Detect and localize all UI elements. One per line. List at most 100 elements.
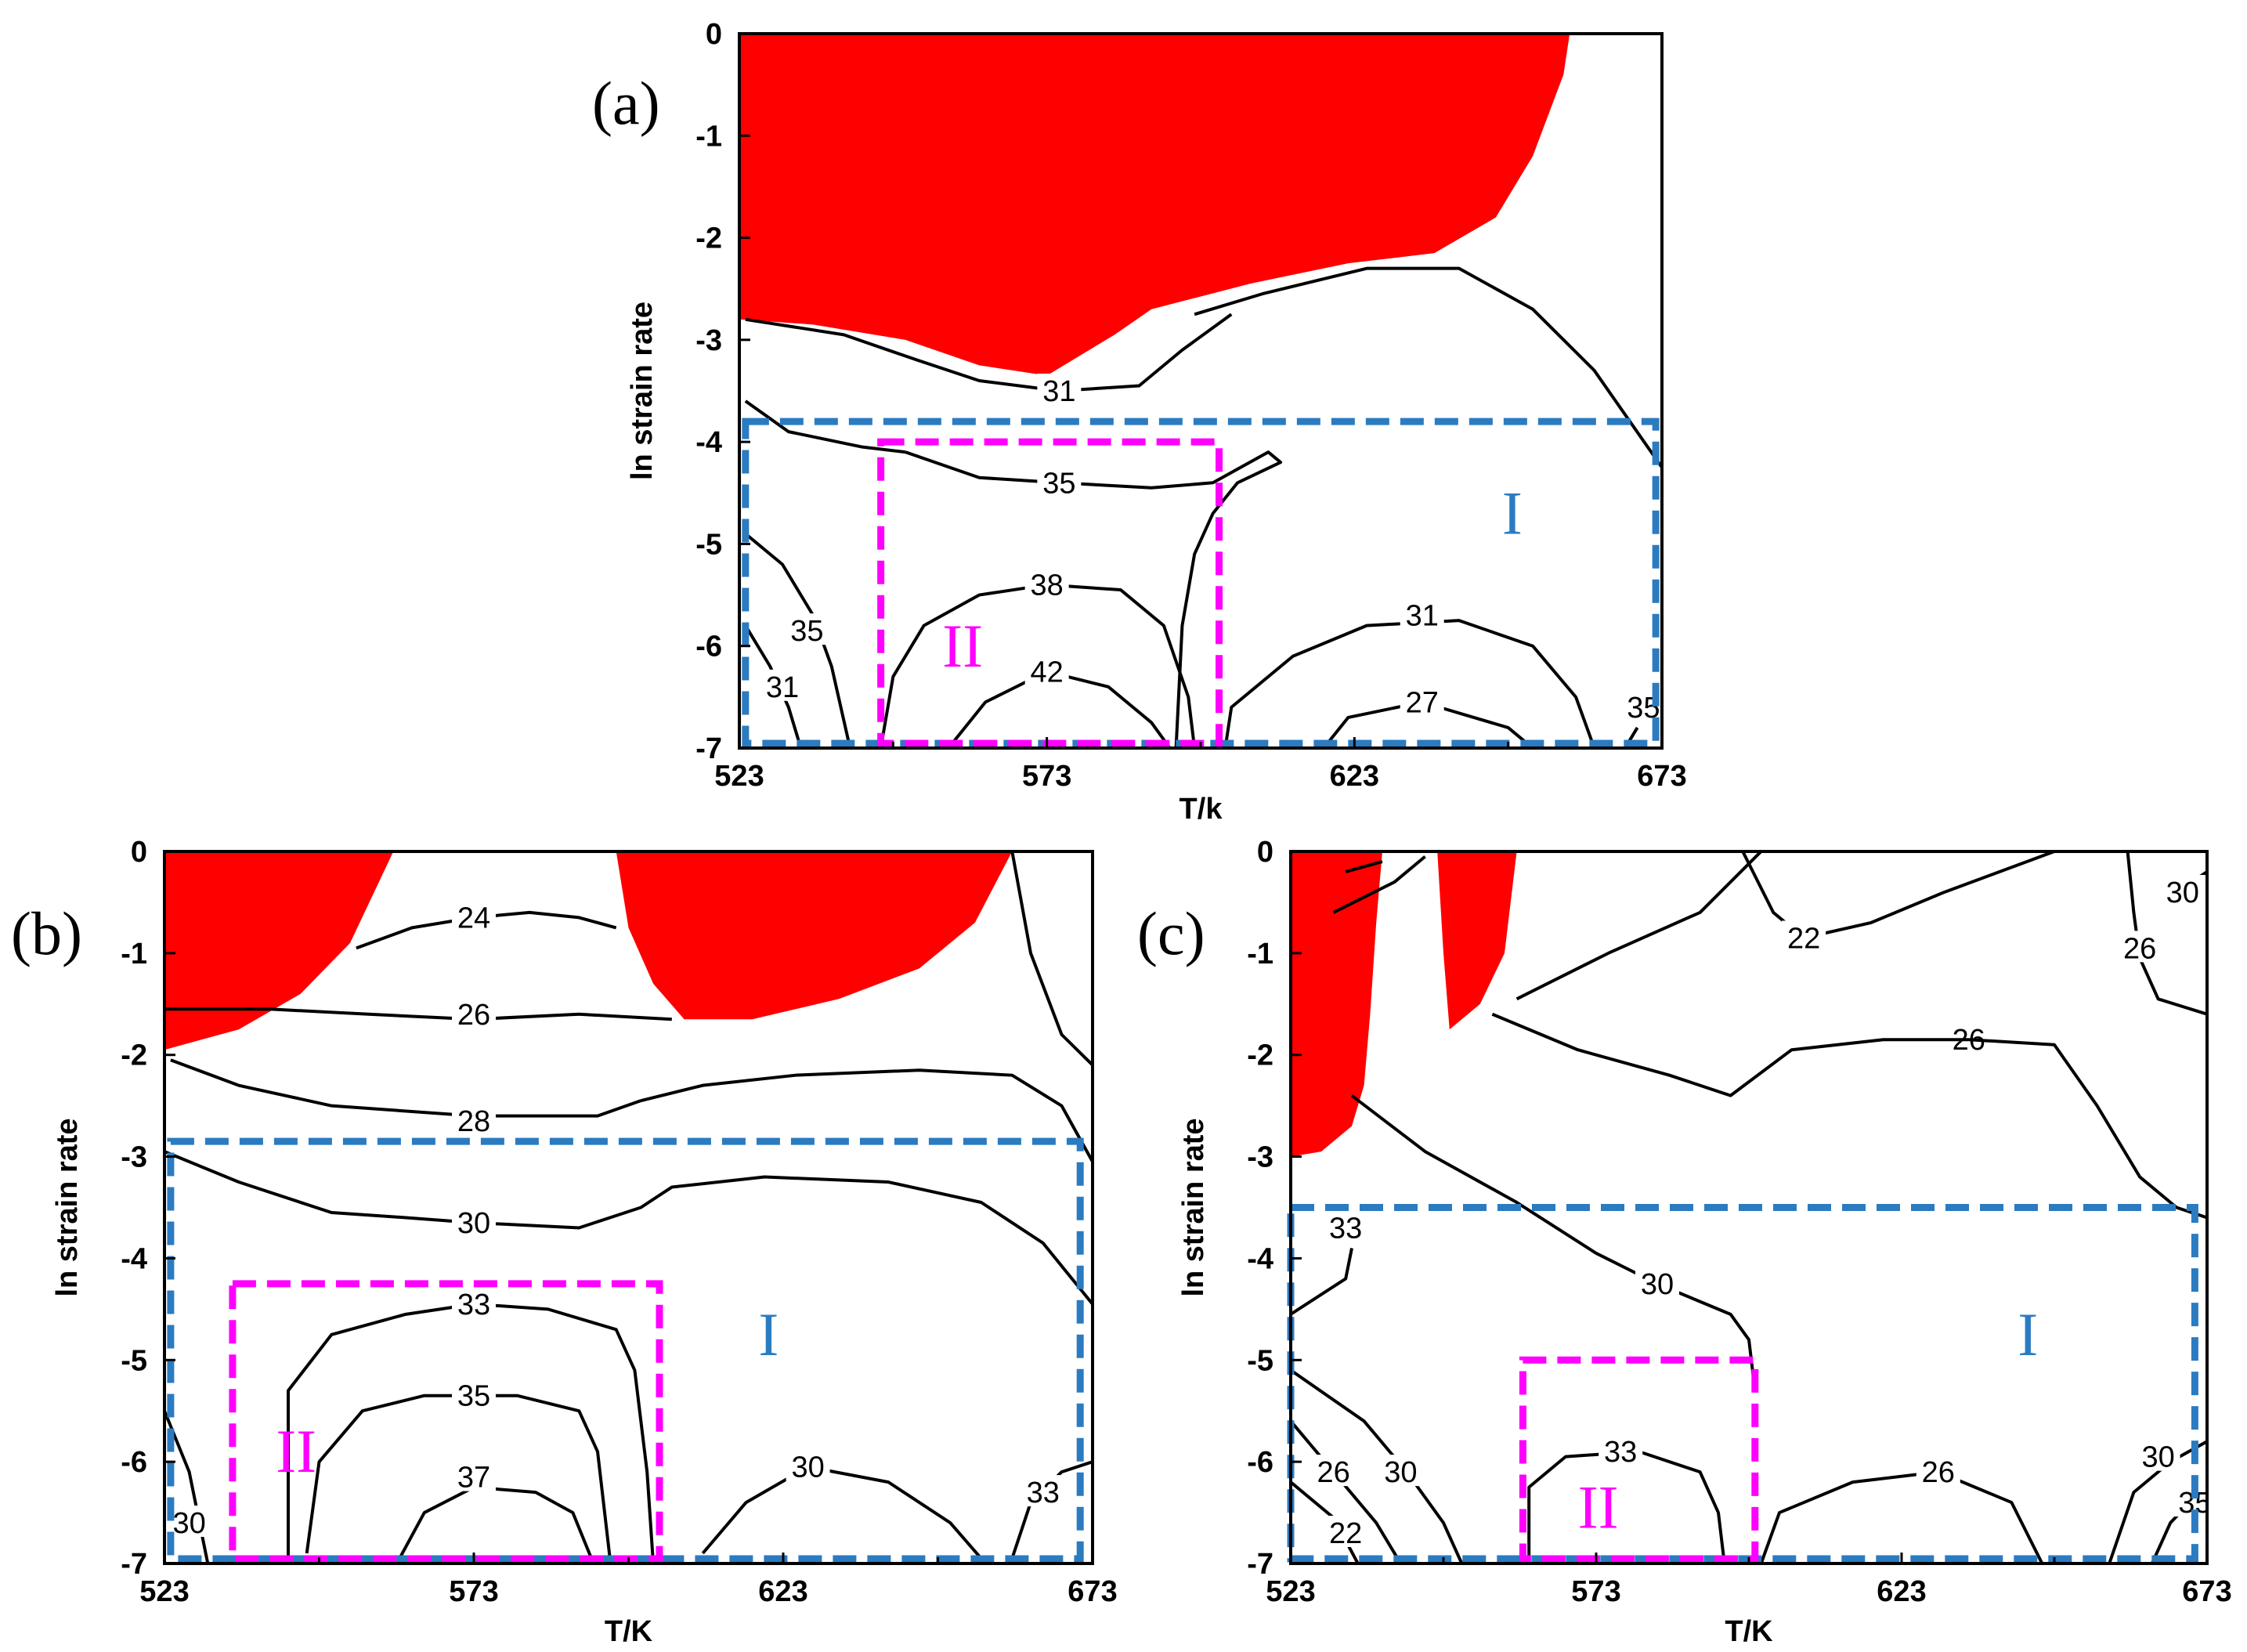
contour-label-bg [2136,1439,2180,1471]
y-tick-label: 0 [706,18,722,51]
y-tick-label: 0 [131,836,147,869]
contour-label: 33 [457,1289,490,1321]
y-tick-label: -2 [121,1039,147,1072]
contour-label-bg [1024,654,1069,686]
x-tick-label: 573 [1022,760,1071,793]
contour-label-bg [1400,598,1444,630]
contour-line-26 [1345,860,1383,873]
contour-label-bg [452,1459,496,1491]
contour-label: 35 [790,615,823,648]
x-tick-label: 523 [139,1575,189,1608]
domain-I-label: I [2018,1300,2038,1368]
y-tick-label: -4 [695,426,722,459]
domain-II-label: II [942,612,983,680]
x-tick-label: 523 [714,760,764,793]
contour-label: 22 [1787,922,1820,955]
contour-line-33 [287,1302,656,1563]
contour-label-bg [452,996,496,1028]
domain-I-label: I [1502,479,1523,547]
domain-II-box [1519,1356,1759,1563]
y-tick-label: 0 [1257,836,1273,869]
contour-label: 27 [1406,686,1439,719]
contour-label-bg [785,613,829,645]
y-tick-label: -7 [121,1548,147,1581]
panel-label: (c) [1137,899,1205,967]
y-tick-label: -7 [1247,1548,1273,1581]
contour-label: 26 [2123,932,2156,965]
contour-label-bg [452,1205,496,1237]
y-tick-label: -5 [1247,1344,1273,1377]
y-axis-label: ln strain rate [1177,1118,1210,1296]
contour-line-31 [1223,619,1596,748]
contour-line-26 [1515,851,1763,1001]
contour-label-bg [1037,465,1082,497]
y-tick-label: -3 [695,324,722,357]
contour-label-bg [1599,1434,1643,1466]
contour-line-35 [905,450,1283,748]
contour-label-bg [1635,1266,1679,1298]
domain-II-label: II [276,1417,316,1485]
contour-line-26 [164,1007,672,1021]
x-tick-label: 673 [1637,760,1686,793]
y-tick-label: -2 [1247,1039,1273,1072]
y-tick-label: -3 [1247,1141,1273,1174]
contour-label-bg [1311,1455,1356,1487]
contour-label-bg [452,900,496,932]
x-tick-label: 673 [1068,1575,1117,1608]
y-tick-label: -5 [121,1344,147,1377]
x-tick-label: 573 [1571,1575,1620,1608]
contour-line-30 [2108,1440,2207,1563]
contour-label: 26 [1317,1456,1349,1489]
y-tick-label: -1 [121,938,147,971]
contour-label-bg [1037,374,1082,405]
domain-I-box [167,1137,1084,1563]
contour-label-bg [1021,1475,1065,1507]
contour-label: 30 [2166,877,2199,909]
contour-line-26 [1291,1419,1403,1563]
contour-label-bg [452,1286,496,1318]
contour-label-bg [1324,1516,1368,1548]
instability-region [1291,851,1382,1157]
x-axis-label: T/K [605,1615,653,1648]
contour-label-bg [1024,567,1069,599]
y-tick-label: -7 [695,732,722,765]
contour-line-30 [1350,1094,1757,1391]
contour-line-42 [947,670,1172,748]
instability-region [164,851,394,1050]
contour-line-26 [1759,1470,2044,1563]
contour-label: 22 [1329,1517,1362,1550]
instability-region [1437,851,1517,1030]
domain-II-label: II [1578,1473,1619,1542]
contour-label-bg [2160,874,2205,906]
contour-label: 26 [457,999,490,1032]
y-tick-label: -2 [695,222,722,255]
y-axis-label: ln strain rate [626,302,659,480]
instability-region [739,34,1570,376]
x-tick-label: 623 [1330,760,1379,793]
x-tick-label: 573 [449,1575,498,1608]
contour-line-24 [356,910,617,950]
contour-label-bg [1916,1455,1960,1487]
panel-label: (b) [11,899,82,967]
contour-line-31 [1194,266,1662,468]
contour-label: 38 [1031,569,1064,602]
y-tick-label: -6 [695,631,722,663]
contour-label-bg [760,669,804,701]
contour-label-bg [2118,931,2162,963]
contour-label: 30 [1641,1268,1674,1301]
x-tick-label: 523 [1266,1575,1315,1608]
contour-line-30 [701,1465,983,1560]
domain-I-box [1287,1204,2198,1563]
contour-label: 31 [766,671,799,704]
contour-label: 33 [1604,1436,1637,1469]
contour-label-bg [167,1506,211,1538]
contour-label-bg [1324,1210,1368,1242]
contour-label-bg [1782,920,1826,953]
y-tick-label: -3 [121,1141,147,1174]
contour-label: 31 [1042,375,1075,408]
